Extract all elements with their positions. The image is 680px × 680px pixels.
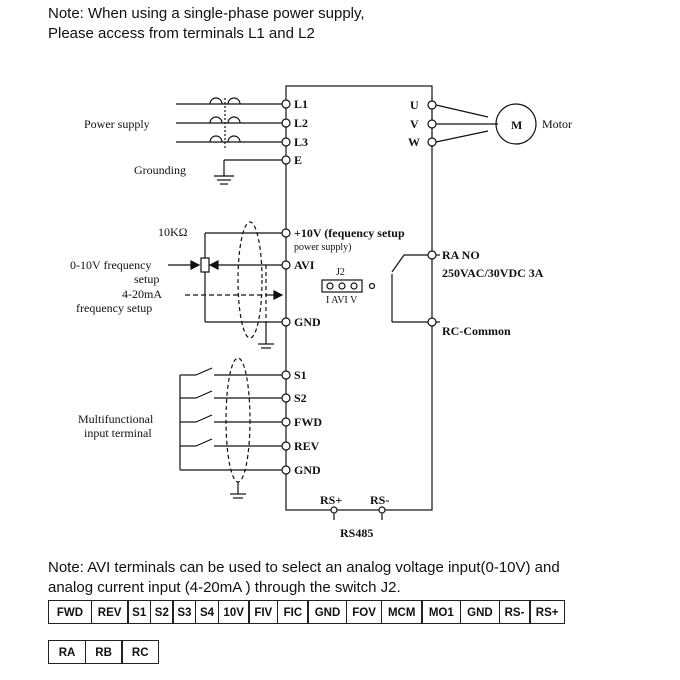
top-note-line2: Please access from terminals L1 and L2 [48, 25, 315, 42]
label-motor: Motor [542, 117, 572, 131]
top-note: Note: When using a single-phase power su… [48, 4, 365, 44]
label-rs485: RS485 [340, 526, 373, 540]
terminal-cell: S1 [127, 600, 152, 624]
j2-switch [321, 279, 363, 293]
shield-ellipse-inputs [225, 357, 251, 483]
label-grounding: Grounding [134, 163, 186, 177]
terminal-s2: S2 [294, 391, 307, 405]
label-multifunctional-line2: input terminal [84, 426, 152, 440]
motor-symbol: M [511, 118, 522, 132]
terminal-avi: AVI [294, 258, 315, 272]
label-j2-positions: I AVI V [326, 295, 358, 306]
label-rc-common: RC-Common [442, 324, 511, 338]
terminal-u: U [410, 98, 419, 112]
terminal-l3: L3 [294, 135, 308, 149]
breaker-l3 [209, 135, 223, 143]
terminal-rs-plus: RS+ [320, 493, 342, 507]
terminal-cell: GND [307, 600, 348, 624]
terminal-cell: RS+ [529, 600, 566, 624]
terminal-cell: S3 [172, 600, 197, 624]
terminal-cell: RB [84, 640, 123, 664]
terminal-gnd2: GND [294, 463, 321, 477]
terminal-cell: FWD [48, 600, 92, 624]
motor-circle [495, 103, 537, 145]
terminal-l2: L2 [294, 116, 308, 130]
terminal-v: V [410, 117, 419, 131]
terminal-cell: S2 [149, 600, 174, 624]
terminal-cell: GND [459, 600, 500, 624]
label-resistor: 10KΩ [158, 225, 188, 239]
terminal-gnd1: GND [294, 315, 321, 329]
wiring-diagram: Power supply Grounding L1 L2 L3 E U V W … [70, 85, 572, 540]
label-4-20ma-line1: 4-20mA [122, 287, 162, 301]
label-power-supply: Power supply [84, 117, 150, 131]
terminal-rev: REV [294, 439, 320, 453]
terminal-s1: S1 [294, 368, 307, 382]
terminal-e: E [294, 153, 302, 167]
terminal-cell: MO1 [421, 600, 462, 624]
terminal-cell: RS- [498, 600, 531, 624]
label-4-20ma-line2: frequency setup [76, 301, 152, 315]
label-0-10v-line2: setup [134, 272, 159, 286]
terminal-cell: FIC [276, 600, 309, 624]
terminal-cell: 10V [217, 600, 250, 624]
bottom-note: Note: AVI terminals can be used to selec… [48, 558, 560, 598]
potentiometer [200, 257, 210, 273]
top-note-line1: Note: When using a single-phase power su… [48, 5, 365, 22]
label-0-10v-line1: 0-10V frequency [70, 258, 151, 272]
label-multifunctional-line1: Multifunctional [78, 412, 154, 426]
terminal-cell: MCM [380, 600, 423, 624]
terminal-cell: S4 [195, 600, 220, 624]
breaker-l2 [209, 116, 223, 124]
label-j2: J2 [336, 267, 345, 278]
terminal-plus10v: +10V (fequency setup [294, 226, 405, 240]
terminal-plus10v-line2: power supply) [294, 242, 352, 253]
terminal-cell: FOV [346, 600, 383, 624]
inverter-box [285, 85, 433, 511]
label-ra-no: RA NO [442, 248, 480, 262]
breaker-l1 [209, 97, 223, 105]
terminal-cell: RA [48, 640, 86, 664]
shield-ellipse-analog [237, 221, 263, 339]
label-relay-rating: 250VAC/30VDC 3A [442, 266, 544, 280]
terminal-fwd: FWD [294, 415, 322, 429]
terminal-l1: L1 [294, 97, 308, 111]
terminal-cell: RC [121, 640, 160, 664]
bottom-note-line2: analog current input (4-20mA ) through t… [48, 579, 401, 596]
terminal-cell: REV [90, 600, 129, 624]
terminal-rs-minus: RS- [370, 493, 389, 507]
bottom-note-line1: Note: AVI terminals can be used to selec… [48, 559, 560, 576]
terminal-cell: FIV [248, 600, 279, 624]
terminal-w: W [408, 135, 420, 149]
